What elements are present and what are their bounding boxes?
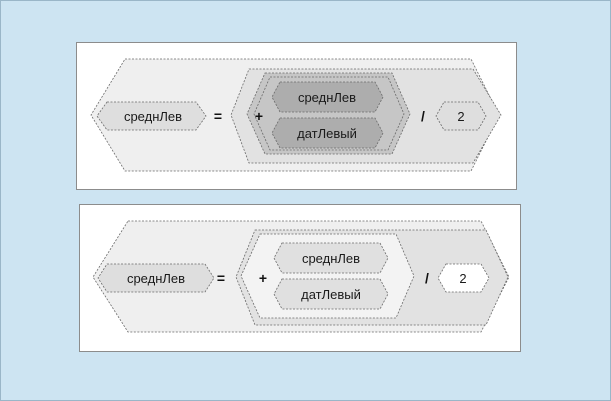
operand-a-label: среднЛев <box>298 90 356 105</box>
divisor-block[interactable] <box>437 263 490 293</box>
result-variable-label: среднЛев <box>127 271 185 286</box>
sum-operator: + <box>255 108 263 124</box>
operand-a-label: среднЛев <box>302 251 360 266</box>
result-variable-label: среднЛев <box>124 109 182 124</box>
divisor-block[interactable] <box>435 101 487 131</box>
result-variable-block[interactable] <box>96 101 207 131</box>
sum-operator: + <box>259 270 267 286</box>
operand-b-label: датЛевый <box>297 126 357 141</box>
expression-diagram-2: среднЛев = + среднЛев датЛевый / 2 <box>92 220 510 333</box>
result-variable-block[interactable] <box>97 263 215 293</box>
divide-operator: / <box>421 108 425 124</box>
assign-operator: = <box>214 108 222 124</box>
divide-operator: / <box>425 270 429 286</box>
expression-panel-1: среднЛев = + среднЛев датЛевый / 2 <box>76 42 517 190</box>
expression-diagram-1: среднЛев = + среднЛев датЛевый / 2 <box>90 58 502 172</box>
operand-a-block[interactable] <box>273 242 389 274</box>
operand-b-label: датЛевый <box>301 287 361 302</box>
sum-group-inner-frame <box>253 76 405 151</box>
assign-operator: = <box>217 270 225 286</box>
divisor-label: 2 <box>457 109 464 124</box>
expression-panel-2: среднЛев = + среднЛев датЛевый / 2 <box>79 204 521 352</box>
operand-b-block[interactable] <box>271 117 384 149</box>
operand-a-block[interactable] <box>271 81 384 113</box>
operand-b-block[interactable] <box>273 278 389 310</box>
divisor-label: 2 <box>459 271 466 286</box>
